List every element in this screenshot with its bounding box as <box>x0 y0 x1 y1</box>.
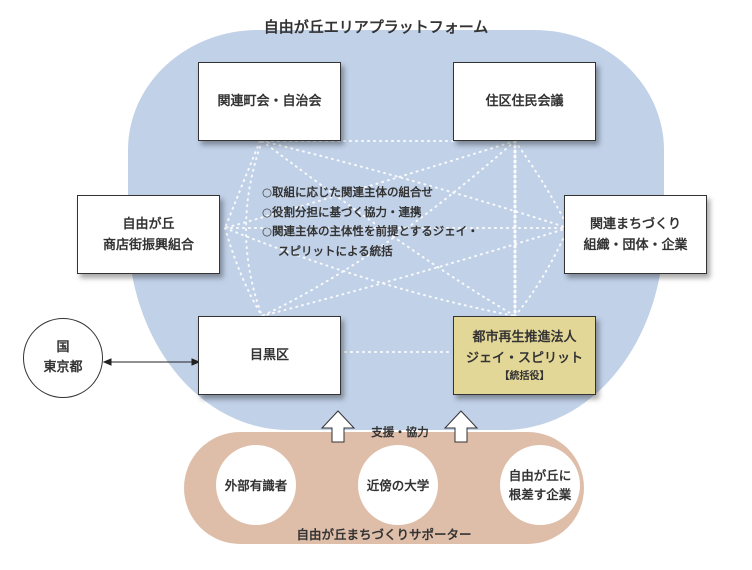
node-chokai-label: 関連町会・自治会 <box>217 94 322 109</box>
principle-item-continued: スピリットによる統括 <box>278 243 393 258</box>
node-government-line2: 東京都 <box>43 360 83 375</box>
principle-item: ○取組に応じた関連主体の組合せ <box>262 185 434 199</box>
node-lead-jspirit: 都市再生推進法人 ジェイ・スピリット 【統括役】 <box>453 316 596 395</box>
supporter-experts: 外部有識者 <box>216 445 296 525</box>
platform-title: 自由が丘エリアプラットフォーム <box>263 18 489 36</box>
supporter-local-companies: 自由が丘に 根差す企業 <box>500 445 580 525</box>
node-meguro: 目黒区 <box>198 316 341 395</box>
supporters-label: 自由が丘まちづくりサポーター <box>296 527 472 542</box>
node-lead-line2: ジェイ・スピリット <box>465 350 583 366</box>
node-chokai: 関連町会・自治会 <box>198 62 341 141</box>
node-soshiki: 関連まちづくり 組織・団体・企業 <box>564 195 707 274</box>
node-shotengai-line2: 商店街振興組合 <box>102 237 194 253</box>
principles-list: ○取組に応じた関連主体の組合せ ○役割分担に基づく協力・連携 ○関連主体の主体性… <box>262 183 479 261</box>
supporter-local-companies-line2: 根差す企業 <box>508 487 572 502</box>
supporter-experts-label: 外部有識者 <box>224 477 288 493</box>
node-jumin: 住区住民会議 <box>453 62 596 141</box>
supporter-universities-label: 近傍の大学 <box>366 477 430 493</box>
supporter-local-companies-line1: 自由が丘に <box>508 468 572 483</box>
node-government: 国 東京都 <box>23 318 103 398</box>
supporter-universities: 近傍の大学 <box>358 445 438 525</box>
node-meguro-label: 目黒区 <box>249 348 289 363</box>
node-soshiki-line1: 関連まちづくり <box>589 216 681 232</box>
support-label: 支援・協力 <box>371 425 429 439</box>
node-government-line1: 国 <box>56 340 70 355</box>
principle-item: ○役割分担に基づく協力・連携 <box>262 204 422 219</box>
node-shotengai: 自由が丘 商店街振興組合 <box>77 195 220 274</box>
node-soshiki-line2: 組織・団体・企業 <box>583 237 688 253</box>
principle-item: ○関連主体の主体性を前提とするジェイ・ <box>262 224 479 238</box>
node-shotengai-line1: 自由が丘 <box>122 216 175 232</box>
node-jumin-label: 住区住民会議 <box>485 94 564 109</box>
node-lead-line1: 都市再生推進法人 <box>472 329 577 345</box>
node-lead-role: 【統括役】 <box>499 370 550 382</box>
